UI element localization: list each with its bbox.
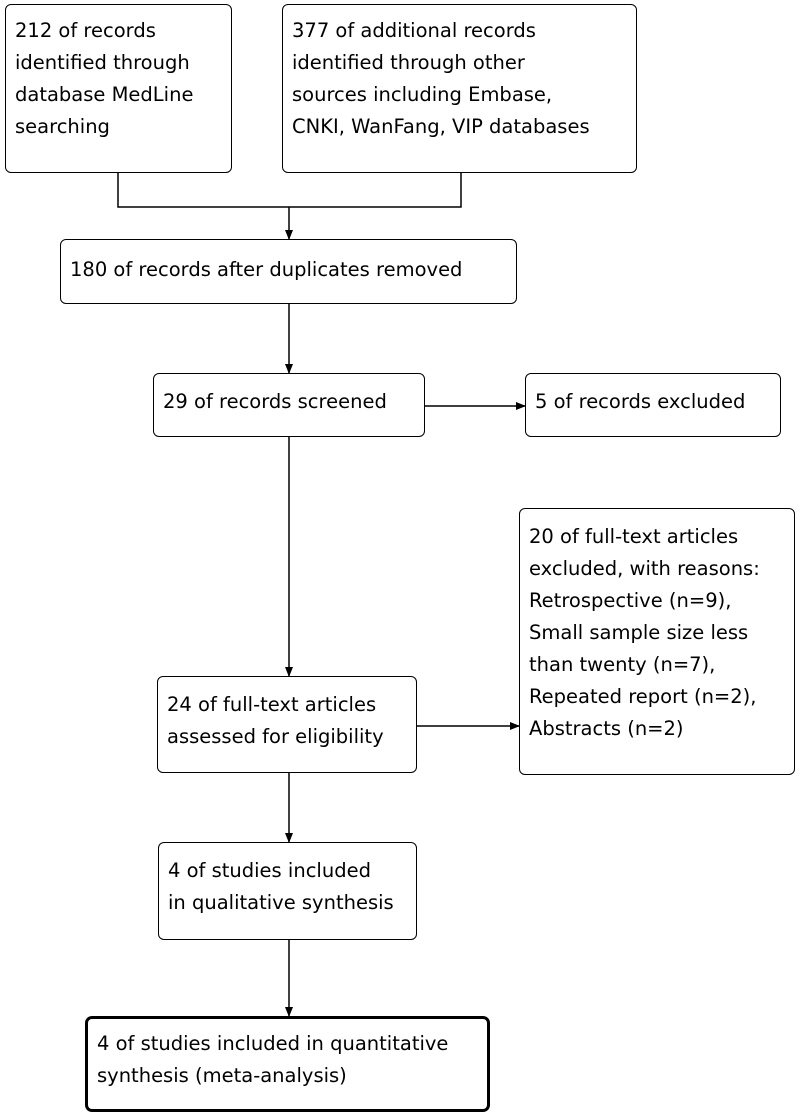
box-text-line: Small sample size less (529, 621, 749, 644)
box-text-line: 212 of records (15, 19, 156, 42)
box-text-line: excluded, with reasons: (529, 557, 760, 580)
duplicates-removed-box: 180 of records after duplicates removed (60, 239, 517, 304)
box-text-line: Retrospective (n=9), (529, 589, 732, 612)
merge-connector-left (117, 173, 289, 208)
database-records-box: 212 of records identified through databa… (5, 4, 232, 173)
box-text-line: 29 of records screened (163, 390, 387, 413)
box-text-line: assessed for eligibility (167, 725, 384, 748)
box-text-line: 180 of records after duplicates removed (70, 258, 463, 281)
fulltext-excluded-box: 20 of full-text articles excluded, with … (519, 508, 795, 775)
records-excluded-box: 5 of records excluded (525, 373, 781, 437)
box-text-line: 5 of records excluded (535, 390, 746, 413)
box-text-line: 4 of studies included in quantitative (97, 1032, 449, 1055)
box-text-line: synthesis (meta-analysis) (97, 1064, 347, 1087)
box-text-line: Abstracts (n=2) (529, 717, 684, 740)
records-screened-box: 29 of records screened (153, 373, 425, 437)
quantitative-synthesis-box: 4 of studies included in quantitative sy… (85, 1016, 490, 1112)
box-text-line: identified through other (292, 51, 525, 74)
box-text-line: than twenty (n=7), (529, 653, 716, 676)
box-text-line: searching (15, 115, 110, 138)
box-text-line: sources including Embase, (292, 83, 553, 106)
other-sources-records-box: 377 of additional records identified thr… (282, 4, 637, 173)
box-text-line: 24 of full-text articles (167, 693, 377, 716)
box-text-line: 4 of studies included (168, 859, 371, 882)
merge-connector-right (289, 173, 462, 208)
box-text-line: identified through (15, 51, 190, 74)
box-text-line: 20 of full-text articles (529, 525, 739, 548)
eligibility-assessment-box: 24 of full-text articles assessed for el… (157, 676, 417, 773)
qualitative-synthesis-box: 4 of studies included in qualitative syn… (158, 842, 417, 940)
box-text-line: in qualitative synthesis (168, 891, 394, 914)
box-text-line: CNKI, WanFang, VIP databases (292, 115, 590, 138)
box-text-line: Repeated report (n=2), (529, 685, 757, 708)
box-text-line: 377 of additional records (292, 19, 536, 42)
box-text-line: database MedLine (15, 83, 194, 106)
